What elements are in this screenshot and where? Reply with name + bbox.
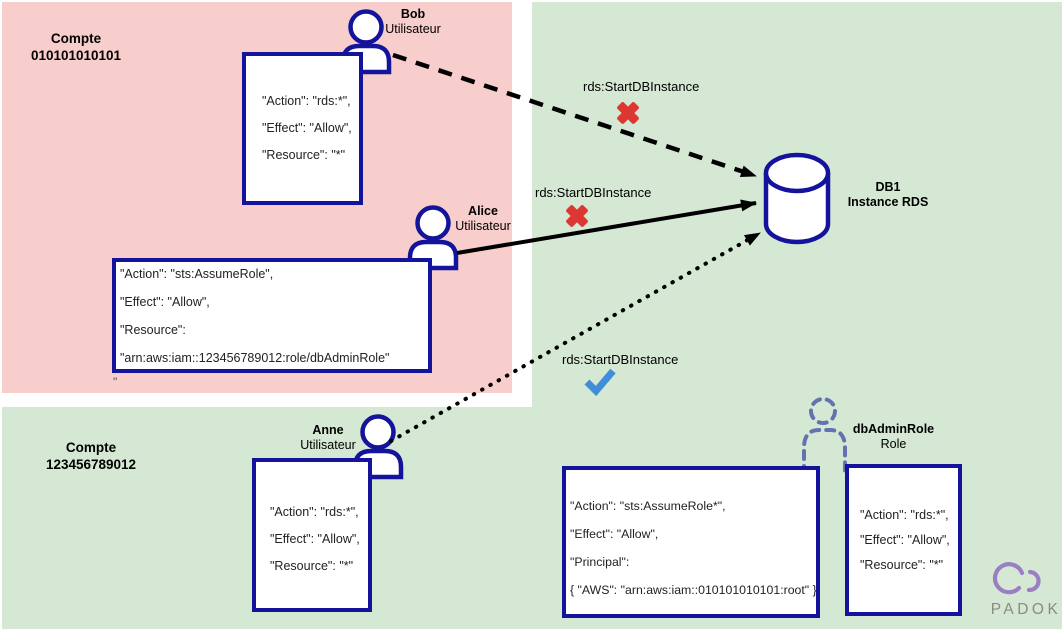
role-trust-policy-box: "Action": "sts:AssumeRole*", "Effect": "…: [562, 466, 820, 618]
db-name: DB1: [875, 180, 901, 194]
user-type: Utilisateur: [300, 437, 356, 452]
alice-label: Alice Utilisateur: [442, 204, 524, 233]
role-name: dbAdminRole: [852, 422, 935, 436]
policy-line: "Action": "rds:*",: [262, 94, 351, 108]
alice-policy-trailing-quote: ": [113, 375, 118, 389]
anne-label: Anne Utilisateur: [287, 423, 369, 452]
anne-policy-box: "Action": "rds:*", "Effect": "Allow", "R…: [252, 458, 372, 612]
policy-line: "Effect": "Allow",: [860, 532, 950, 547]
bob-arrow-label: rds:StartDBInstance: [583, 79, 700, 94]
policy-line: "Effect": "Allow",: [270, 531, 360, 546]
policy-line: "Resource": "*": [262, 148, 346, 162]
role-type: Role: [880, 436, 907, 451]
policy-line: "arn:aws:iam::123456789012:role/dbAdminR…: [120, 350, 390, 365]
policy-line: "Effect": "Allow",: [120, 294, 210, 309]
policy-line: "Resource": "*": [860, 557, 944, 572]
account-label-line: 010101010101: [30, 47, 122, 63]
user-name: Alice: [468, 204, 498, 218]
user-name: Anne: [312, 423, 344, 437]
policy-line: "Action": "sts:AssumeRole",: [120, 266, 274, 281]
policy-line: "Resource": "*": [270, 558, 354, 573]
policy-line: { "AWS": "arn:aws:iam::010101010101:root…: [570, 583, 817, 597]
user-type: Utilisateur: [385, 21, 441, 36]
dbadminrole-label: dbAdminRole Role: [846, 422, 941, 451]
role-permission-policy-box: "Action": "rds:*", "Effect": "Allow", "R…: [845, 464, 962, 616]
db-type: Instance RDS: [847, 194, 929, 209]
policy-line: "Resource":: [120, 322, 186, 337]
db-label: DB1 Instance RDS: [838, 180, 938, 209]
user-name: Bob: [400, 7, 426, 21]
anne-arrow-label: rds:StartDBInstance: [562, 352, 679, 367]
bob-policy-box: "Action": "rds:*", "Effect": "Allow", "R…: [242, 52, 363, 205]
alice-arrow-label: rds:StartDBInstance: [535, 185, 652, 200]
policy-line: "Action": "sts:AssumeRole*",: [570, 499, 726, 513]
policy-line: "Effect": "Allow",: [570, 527, 659, 541]
policy-line: "Principal":: [570, 555, 630, 569]
user-type: Utilisateur: [455, 218, 511, 233]
policy-line: "Action": "rds:*",: [270, 504, 359, 519]
account-label-line: Compte: [50, 31, 102, 46]
padok-logo-text: PADOK: [990, 601, 1062, 618]
alice-policy-box: "Action": "sts:AssumeRole", "Effect": "A…: [112, 258, 432, 373]
account-label-line: 123456789012: [45, 456, 137, 472]
bob-label: Bob Utilisateur: [372, 7, 454, 36]
account1-label: Compte 010101010101: [16, 31, 136, 64]
account-label-line: Compte: [65, 440, 117, 455]
policy-line: "Effect": "Allow",: [262, 121, 352, 135]
policy-line: "Action": "rds:*",: [860, 507, 949, 522]
account2-label: Compte 123456789012: [36, 440, 146, 473]
